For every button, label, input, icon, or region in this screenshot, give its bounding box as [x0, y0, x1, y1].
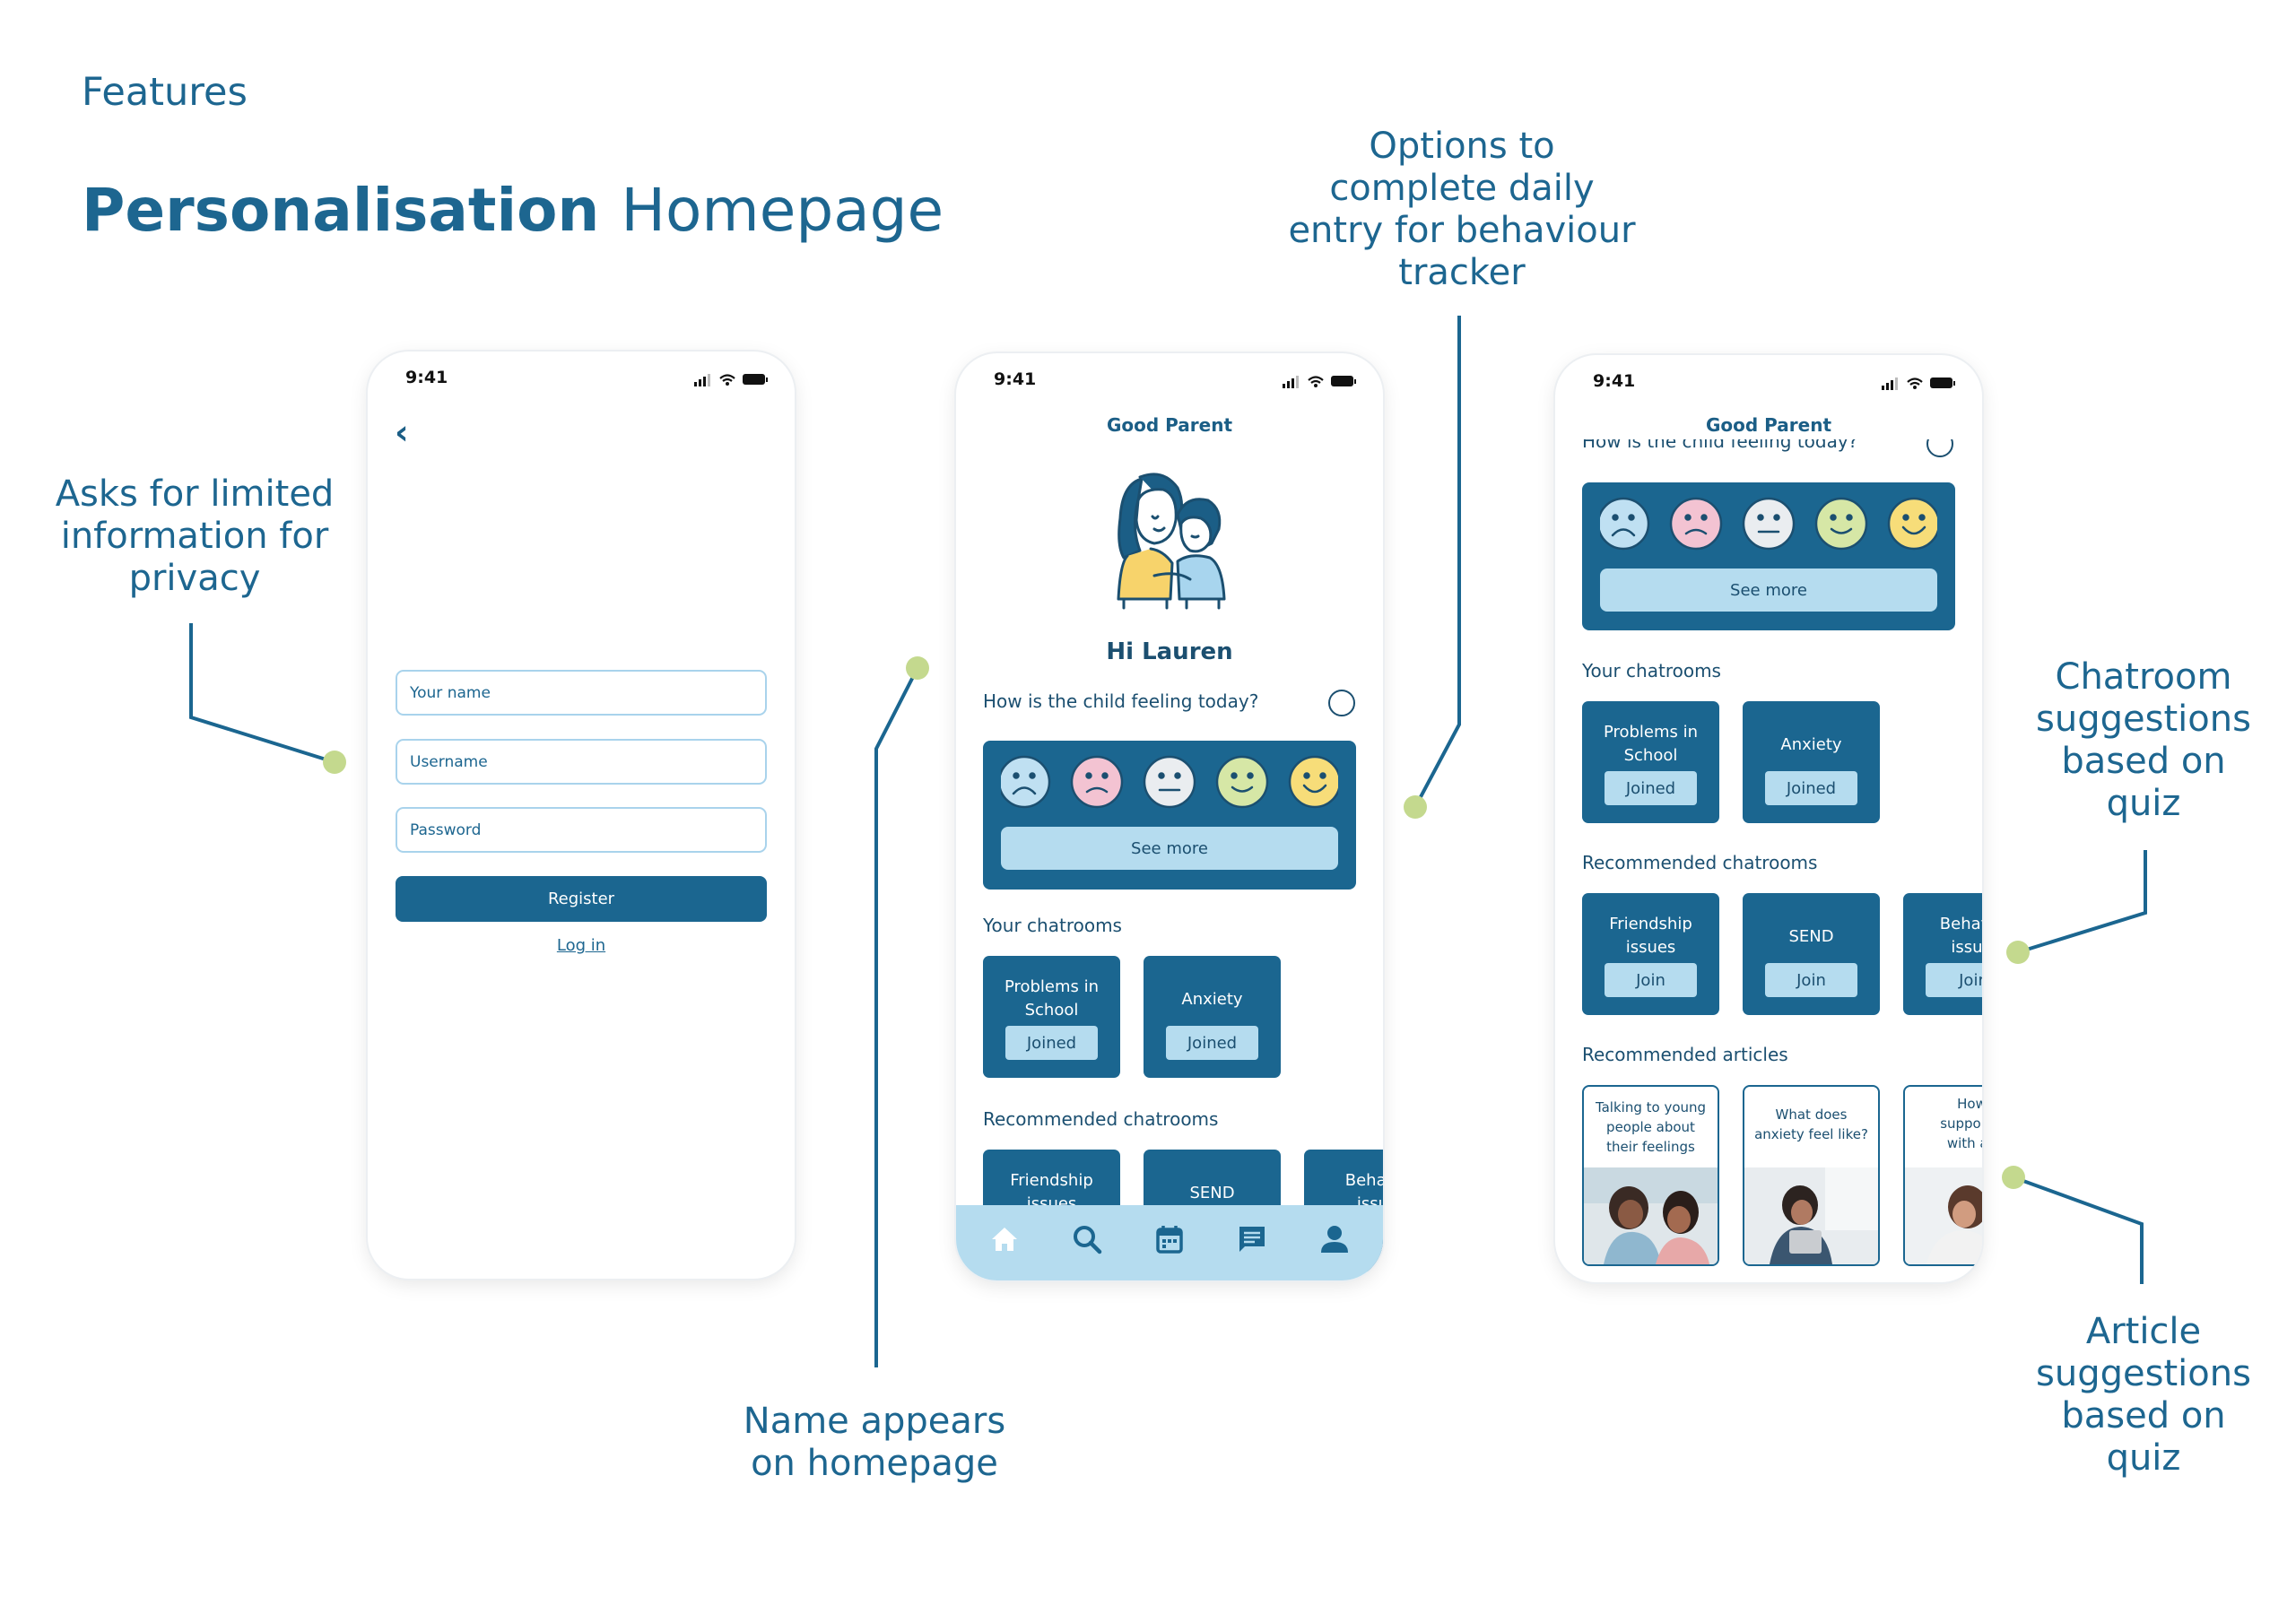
- page-title: Personalisation Homepage: [82, 176, 944, 245]
- app-title: Good Parent: [1106, 414, 1233, 436]
- mood-faces: [1001, 755, 1338, 809]
- very-happy-face-icon: [1887, 497, 1937, 551]
- mood-faces: [1600, 497, 1937, 551]
- scroll-clip: How is the child feeling today?: [1555, 439, 1982, 459]
- status-bar: 9:41: [368, 352, 795, 405]
- status-icons: [1882, 378, 1955, 390]
- title-bold: Personalisation: [82, 176, 600, 245]
- status-bar: 9:41: [1555, 355, 1982, 409]
- login-link[interactable]: Log in: [556, 936, 606, 955]
- search-icon[interactable]: [1069, 1221, 1105, 1257]
- sad-face-icon: [1070, 755, 1124, 809]
- callout-dot: [2006, 941, 2030, 964]
- home-screen: 9:41 Good Parent Hi Lauren How is the ch…: [956, 353, 1383, 1280]
- status-bar: 9:41: [956, 353, 1383, 407]
- greeting: Hi Lauren: [1106, 638, 1233, 665]
- profile-icon[interactable]: [1317, 1221, 1352, 1257]
- bottom-nav: [956, 1205, 1383, 1280]
- callout-dot: [1404, 795, 1427, 819]
- neutral-face-icon: [1143, 755, 1196, 809]
- very-sad-face-icon: [1600, 497, 1650, 551]
- password-field[interactable]: [396, 807, 767, 853]
- join-button[interactable]: Join: [1765, 963, 1857, 997]
- join-button[interactable]: Joir: [1926, 963, 1982, 997]
- neutral-face-icon: [1742, 497, 1796, 551]
- sad-face-icon: [1669, 497, 1723, 551]
- joined-button[interactable]: Joined: [1005, 1026, 1098, 1060]
- recommended-chatrooms-title: Recommended chatrooms: [1582, 852, 1818, 873]
- callout-dot: [323, 751, 346, 774]
- chatroom-card[interactable]: Anxiety Joined: [1144, 956, 1281, 1078]
- happy-face-icon: [1215, 755, 1269, 809]
- article-photo: [1905, 1167, 1982, 1264]
- joined-button[interactable]: Joined: [1765, 771, 1857, 805]
- see-more-button[interactable]: See more: [1001, 827, 1338, 870]
- join-button[interactable]: Join: [1605, 963, 1697, 997]
- status-icons: [694, 374, 768, 386]
- chevron-left-icon[interactable]: ‹: [395, 412, 409, 452]
- very-sad-face-icon: [1001, 755, 1051, 809]
- joined-button[interactable]: Joined: [1605, 771, 1697, 805]
- parent-child-illustration: [1117, 473, 1226, 610]
- mood-card: See more: [983, 741, 1356, 890]
- see-more-button[interactable]: See more: [1600, 568, 1937, 612]
- your-chatrooms-title: Your chatrooms: [1582, 660, 1721, 681]
- mood-question: How is the child feeling today?: [983, 690, 1259, 712]
- name-field[interactable]: [396, 670, 767, 716]
- mood-card: See more: [1582, 482, 1955, 630]
- chatroom-card[interactable]: Anxiety Joined: [1743, 701, 1880, 823]
- status-time: 9:41: [405, 368, 448, 387]
- scrolled-home-screen: 9:41 Good Parent How is the child feelin…: [1555, 355, 1982, 1282]
- happy-face-icon: [1814, 497, 1868, 551]
- very-happy-face-icon: [1288, 755, 1338, 809]
- mood-question: How is the child feeling today?: [1582, 439, 1858, 452]
- your-chatrooms-title: Your chatrooms: [983, 915, 1122, 936]
- recommended-articles-title: Recommended articles: [1582, 1044, 1788, 1065]
- status-icons: [1283, 376, 1356, 388]
- recommended-chatroom-card[interactable]: Behavicissue Joir: [1903, 893, 1982, 1015]
- status-time: 9:41: [994, 369, 1037, 389]
- app-title: Good Parent: [1705, 414, 1832, 436]
- article-photo: [1744, 1167, 1878, 1264]
- username-field[interactable]: [396, 739, 767, 785]
- status-time: 9:41: [1593, 371, 1636, 391]
- callout-dot: [2002, 1166, 2025, 1189]
- article-photo: [1584, 1167, 1718, 1264]
- register-screen: 9:41 ‹ Register Log in: [368, 352, 795, 1279]
- recommended-chatrooms-title: Recommended chatrooms: [983, 1108, 1219, 1130]
- callout-dot: [906, 656, 929, 680]
- article-card[interactable]: Howsupport cwith an: [1903, 1085, 1982, 1266]
- mood-checkbox[interactable]: [1926, 439, 1953, 457]
- calendar-icon[interactable]: [1152, 1221, 1187, 1257]
- section-label: Features: [82, 70, 248, 115]
- chat-icon[interactable]: [1234, 1221, 1270, 1257]
- title-regular: Homepage: [621, 176, 944, 245]
- mood-checkbox[interactable]: [1328, 690, 1355, 716]
- recommended-chatroom-card[interactable]: SEND Join: [1743, 893, 1880, 1015]
- register-button[interactable]: Register: [396, 876, 767, 922]
- joined-button[interactable]: Joined: [1166, 1026, 1258, 1060]
- home-icon[interactable]: [987, 1221, 1022, 1257]
